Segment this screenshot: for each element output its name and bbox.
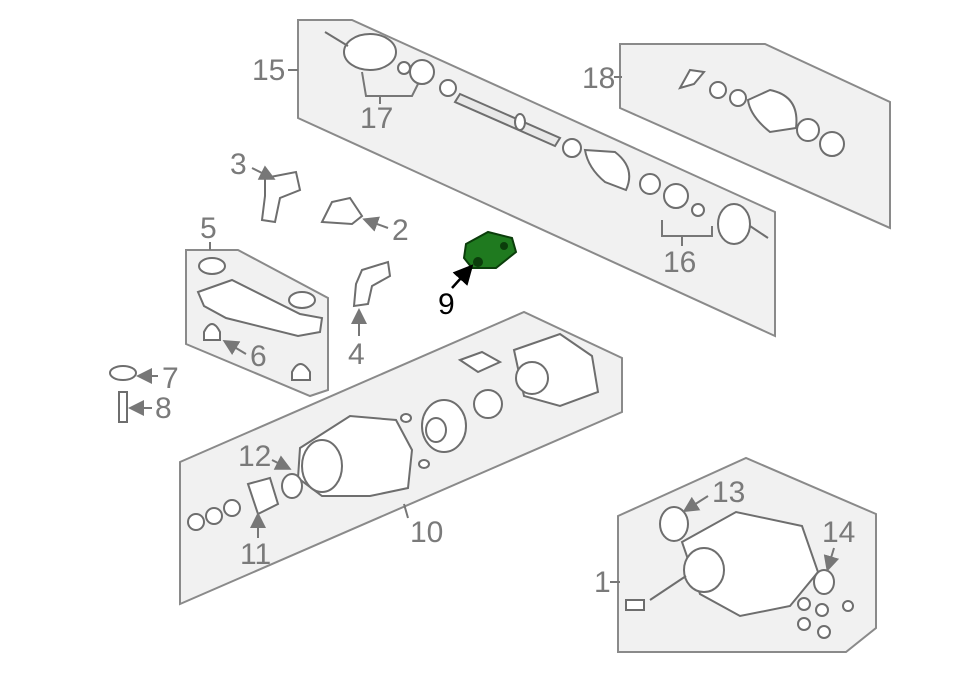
bolt-8 — [118, 391, 128, 423]
fill-bolt — [815, 603, 829, 617]
mount-bushing — [203, 323, 221, 341]
highlighted-breather-part[interactable] — [462, 230, 518, 269]
seal-14 — [813, 569, 835, 595]
differential-carrier-group[interactable]: 10 11 12 — [179, 310, 623, 606]
fill-washer — [817, 625, 831, 639]
mount-pad — [457, 350, 503, 374]
callout-3[interactable]: 3 — [230, 148, 247, 181]
bracket-3-group[interactable]: 3 — [230, 148, 302, 224]
carrier-flange — [301, 439, 343, 493]
callout-13[interactable]: 13 — [712, 476, 745, 509]
bracket-2-group[interactable]: 2 — [320, 196, 409, 247]
companion-flange — [246, 476, 280, 516]
rear-differential-group[interactable]: 1 13 14 — [594, 456, 877, 653]
callout-18[interactable]: 18 — [582, 62, 615, 95]
clutch-drum-inner — [425, 417, 447, 443]
callout-12[interactable]: 12 — [238, 440, 271, 473]
circlip — [439, 79, 457, 97]
shaft-ring — [514, 113, 526, 131]
highlighted-part-9-group[interactable]: 9 — [438, 230, 518, 321]
boot-band-large — [796, 118, 820, 142]
callout-5[interactable]: 5 — [200, 212, 217, 245]
boot-clamp-small — [709, 81, 727, 99]
inner-tripod — [663, 183, 689, 209]
flange-nut-1 — [223, 499, 241, 517]
callout-10[interactable]: 10 — [410, 516, 443, 549]
drive-shaft — [453, 92, 562, 148]
boot-kit-panel — [619, 43, 891, 230]
bracket-4-group[interactable]: 4 — [348, 260, 392, 371]
callout-7[interactable]: 7 — [162, 362, 179, 395]
highlighted-part-port-2 — [500, 242, 508, 250]
boot-band — [639, 173, 661, 195]
washer-small — [842, 600, 854, 612]
callout-2[interactable]: 2 — [392, 214, 409, 247]
inner-boot — [583, 148, 631, 192]
driveshaft-assembly-group[interactable]: 15 17 16 — [252, 19, 776, 338]
callout-11[interactable]: 11 — [240, 538, 271, 571]
callout-8[interactable]: 8 — [155, 392, 172, 425]
vent-plug — [400, 413, 412, 423]
mount-bracket-4 — [352, 260, 392, 308]
driveshaft-panel — [297, 19, 776, 338]
shaft-circlip — [562, 138, 582, 158]
pump-center — [515, 361, 549, 395]
drain-washer — [797, 617, 811, 631]
boot-band-end — [819, 131, 845, 157]
rear-diff-flange — [683, 547, 725, 593]
mount-assembly-group[interactable]: 5 6 — [185, 212, 329, 398]
drain-bolt — [797, 597, 811, 611]
callout-4[interactable]: 4 — [348, 338, 365, 371]
flange-nut-2 — [205, 507, 223, 525]
mount-bushing-lower — [291, 363, 311, 381]
oil-seal-12 — [281, 473, 303, 499]
boot-clamp-ring — [729, 89, 747, 107]
cv-boot — [746, 88, 798, 134]
boot-band-clip — [677, 68, 706, 90]
boot-kit-group[interactable]: 18 — [582, 43, 891, 230]
callout-9[interactable]: 9 — [438, 288, 455, 321]
callout-15[interactable]: 15 — [252, 54, 285, 87]
flange-nut-3 — [187, 513, 205, 531]
rear-diff-housing — [680, 510, 820, 618]
highlighted-part-port — [473, 257, 483, 267]
inner-cv-joint — [717, 203, 751, 245]
pump-seal — [473, 389, 503, 419]
breather-cap — [625, 599, 645, 611]
mount-bracket-2 — [320, 196, 364, 226]
inner-ring — [691, 203, 705, 217]
mount-washer-top — [198, 257, 226, 275]
drain-plug — [418, 459, 430, 469]
washer-7 — [109, 365, 137, 381]
outer-cv-joint — [343, 33, 397, 71]
callout-14[interactable]: 14 — [822, 516, 855, 549]
callout-1[interactable]: 1 — [594, 566, 611, 599]
callout-6[interactable]: 6 — [250, 340, 267, 373]
mount-washer-right — [288, 291, 316, 309]
leader-16 — [661, 220, 713, 237]
callout-17[interactable]: 17 — [360, 102, 393, 135]
washer-bolt-group[interactable]: 7 8 — [109, 362, 179, 425]
clamp-ring — [397, 61, 411, 75]
mount-bracket-3 — [260, 170, 302, 224]
callout-16[interactable]: 16 — [663, 246, 696, 279]
seal-13 — [659, 506, 689, 542]
tripod-joint — [409, 59, 435, 85]
mount-crossmember — [196, 278, 324, 338]
leader-17 — [361, 71, 419, 97]
